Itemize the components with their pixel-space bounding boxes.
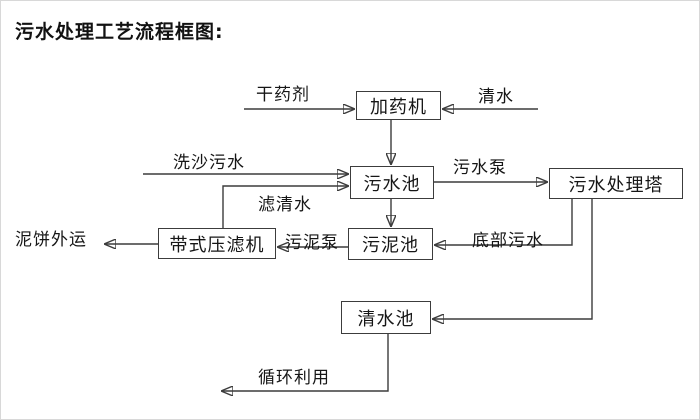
node-sludge-pool: 污泥池	[348, 228, 433, 260]
page-title: 污水处理工艺流程框图:	[15, 21, 224, 43]
edge-filtered-water-to-sewage-pool	[222, 186, 348, 228]
edge-label-filtered-water: 滤清水	[258, 195, 312, 215]
edge-clean-water-pool-to-recycle	[222, 334, 389, 391]
edge-label-dry-chemical: 干药剂	[256, 85, 310, 105]
node-belt-filter-press: 带式压滤机	[158, 228, 276, 259]
node-dosing-machine: 加药机	[356, 91, 441, 120]
edge-label-sand-washing-sewage: 洗沙污水	[173, 153, 245, 173]
node-sewage-pool: 污水池	[350, 166, 434, 199]
edge-bottom-sewage-to-sludge-pool	[435, 199, 573, 245]
edge-label-clean-water: 清水	[478, 87, 514, 107]
edge-label-recycle-use: 循环利用	[258, 368, 330, 388]
node-treatment-tower: 污水处理塔	[549, 168, 683, 199]
edge-label-sludge-pump: 污泥泵	[285, 233, 339, 253]
edge-tower-to-clean-water-pool	[433, 199, 593, 319]
node-clean-water-pool: 清水池	[341, 301, 431, 334]
edge-label-mud-cake-outbound: 泥饼外运	[15, 230, 87, 250]
edge-label-sewage-pump: 污水泵	[453, 158, 507, 178]
edge-label-bottom-sewage: 底部污水	[472, 231, 544, 251]
